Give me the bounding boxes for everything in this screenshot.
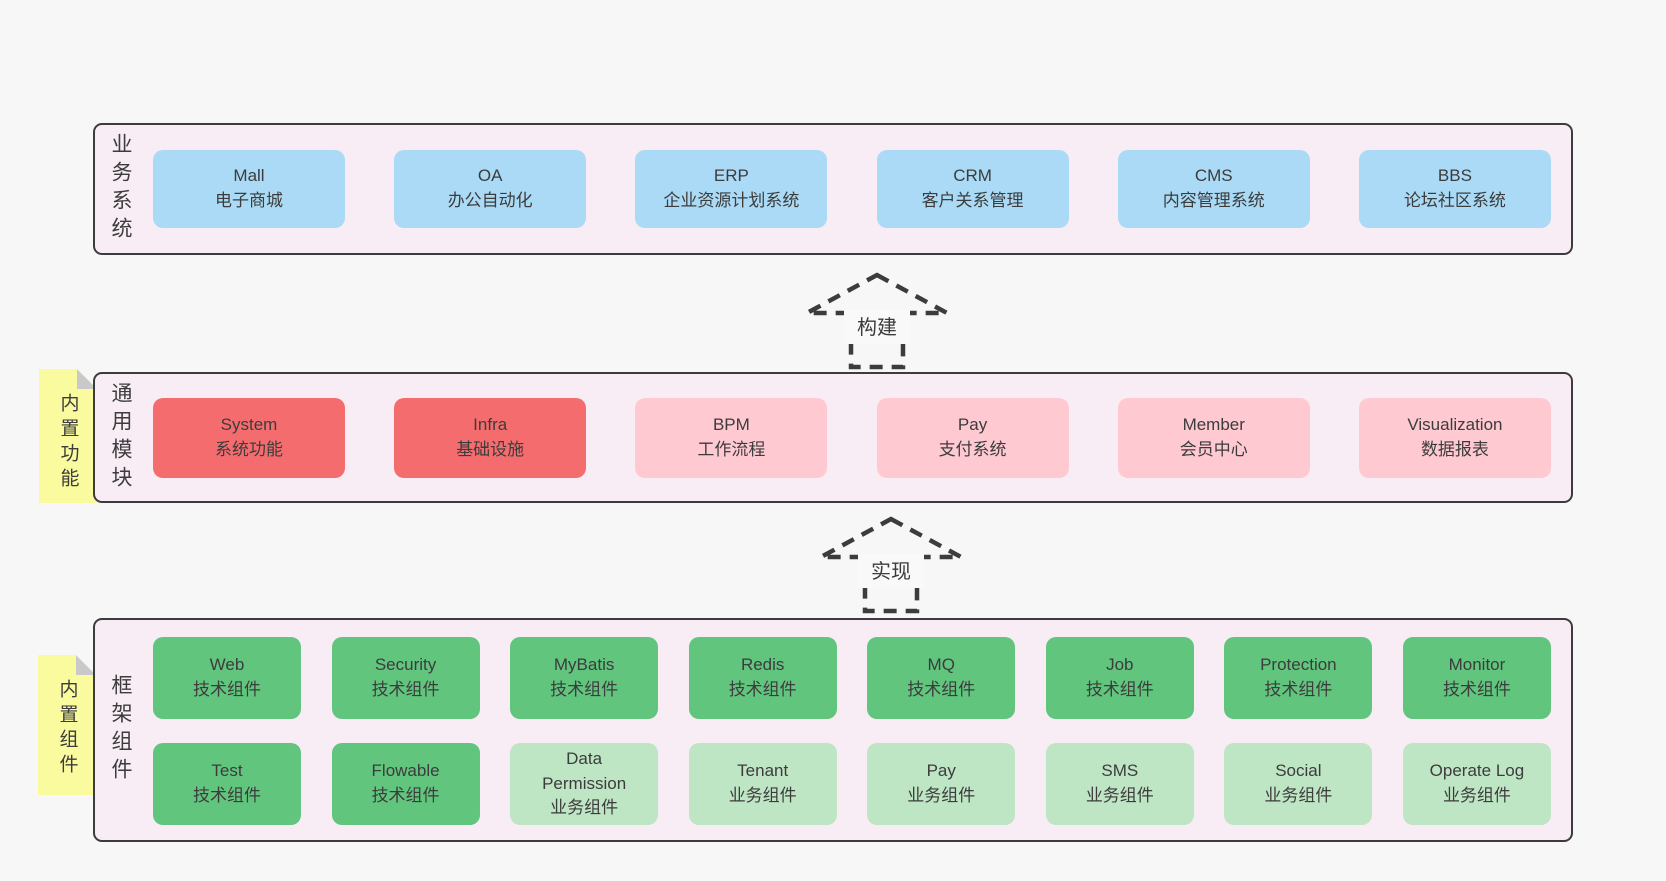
- common-box-row: System 系统功能 Infra 基础设施 BPM 工作流程 Pay 支付系统…: [153, 398, 1551, 478]
- sticky-note-builtin-features: 内置功能: [39, 369, 97, 503]
- sticky-note-builtin-components: 内置组件: [38, 655, 96, 795]
- framework-box-row-1: Web 技术组件 Security 技术组件 MyBatis 技术组件 Redi…: [153, 637, 1551, 719]
- framework-box-row-2: Test 技术组件 Flowable 技术组件 Data Permission …: [153, 743, 1551, 825]
- box-flowable: Flowable 技术组件: [331, 743, 480, 825]
- business-box-row: Mall 电子商城 OA 办公自动化 ERP 企业资源计划系统 CRM 客户关系…: [153, 150, 1551, 228]
- box-protection: Protection 技术组件: [1224, 637, 1373, 719]
- box-test: Test 技术组件: [153, 743, 301, 825]
- box-oa: OA 办公自动化: [394, 150, 587, 228]
- box-sms: SMS 业务组件: [1045, 743, 1194, 825]
- box-infra: Infra 基础设施: [394, 398, 587, 478]
- arrow-up-dashed-icon: 实现: [819, 516, 963, 614]
- box-monitor: Monitor 技术组件: [1402, 637, 1551, 719]
- box-security: Security 技术组件: [331, 637, 480, 719]
- arrow-build-label: 构建: [857, 316, 897, 339]
- box-mall: Mall 电子商城: [153, 150, 345, 228]
- box-pay: Pay 支付系统: [876, 398, 1069, 478]
- box-system: System 系统功能: [153, 398, 345, 478]
- section-common-modules: 通用模块 System 系统功能 Infra 基础设施 BPM 工作流程 Pay…: [93, 372, 1573, 503]
- box-visualization: Visualization 数据报表: [1358, 398, 1551, 478]
- section-label-common: 通用模块: [109, 381, 132, 494]
- arrow-up-dashed-icon: 构建: [805, 272, 949, 370]
- box-member: Member 会员中心: [1117, 398, 1310, 478]
- box-bpm: BPM 工作流程: [635, 398, 828, 478]
- arrow-implement: 实现: [806, 514, 976, 614]
- box-job: Job 技术组件: [1045, 637, 1194, 719]
- box-cms: CMS 内容管理系统: [1117, 150, 1310, 228]
- section-label-business: 业务系统: [109, 133, 132, 245]
- section-framework-components: 框架组件 Web 技术组件 Security 技术组件 MyBatis 技术组件…: [93, 618, 1573, 842]
- box-data-permission: Data Permission 业务组件: [510, 743, 659, 825]
- arrow-implement-label: 实现: [871, 560, 911, 583]
- box-mybatis: MyBatis 技术组件: [510, 637, 659, 719]
- box-web: Web 技术组件: [153, 637, 301, 719]
- box-social: Social 业务组件: [1224, 743, 1373, 825]
- section-label-framework: 框架组件: [109, 674, 132, 786]
- box-pay-business: Pay 业务组件: [867, 743, 1016, 825]
- box-crm: CRM 客户关系管理: [876, 150, 1069, 228]
- section-business-systems: 业务系统 Mall 电子商城 OA 办公自动化 ERP 企业资源计划系统 CRM…: [93, 123, 1573, 255]
- box-tenant: Tenant 业务组件: [688, 743, 837, 825]
- box-bbs: BBS 论坛社区系统: [1358, 150, 1551, 228]
- box-erp: ERP 企业资源计划系统: [635, 150, 828, 228]
- box-operate-log: Operate Log 业务组件: [1402, 743, 1551, 825]
- box-mq: MQ 技术组件: [867, 637, 1016, 719]
- box-redis: Redis 技术组件: [688, 637, 837, 719]
- arrow-build: 构建: [792, 270, 962, 370]
